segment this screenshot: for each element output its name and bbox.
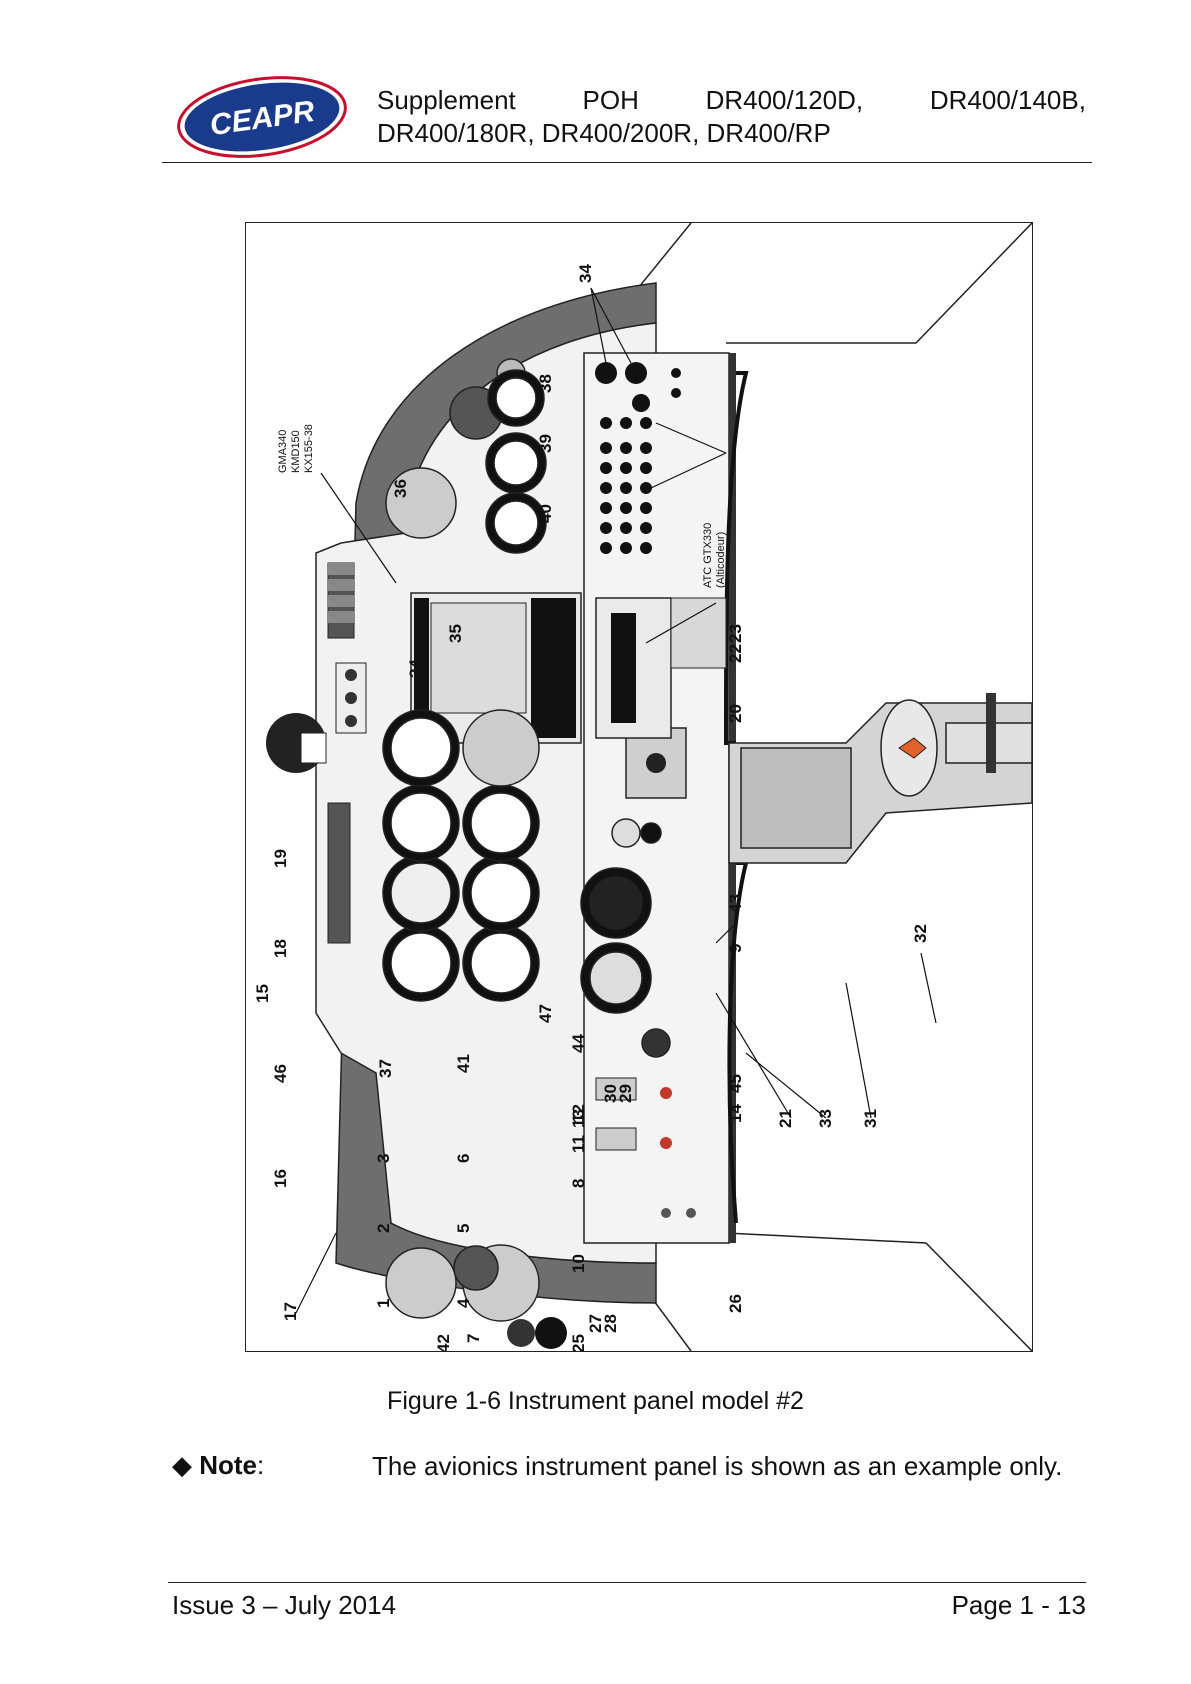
callout-18: 18 [271, 939, 290, 958]
callout-14: 14 [726, 1104, 745, 1123]
note-colon: : [257, 1450, 265, 1480]
header-word: POH [582, 85, 639, 115]
callout-9: 9 [726, 944, 745, 953]
callout-32: 32 [911, 924, 930, 943]
ceapr-logo: CEAPR [176, 76, 348, 158]
footer-issue: Issue 3 – July 2014 [172, 1590, 397, 1620]
callout-22: 22 [726, 644, 745, 663]
callout-47: 47 [536, 1004, 555, 1023]
callout-36: 36 [391, 479, 410, 498]
annotation-gma340: GMA340 [277, 430, 289, 473]
callout-16: 16 [271, 1169, 290, 1188]
note-label-text: Note [199, 1450, 258, 1480]
annotation-atc-gtx330: ATC GTX330 [702, 523, 714, 588]
footer-page-number: Page 1 - 13 [951, 1590, 1086, 1620]
callout-17: 17 [281, 1302, 300, 1321]
callout-37: 37 [376, 1059, 395, 1078]
callout-26: 26 [726, 1294, 745, 1313]
annotation-kx155: KX155-38 [303, 424, 315, 473]
diamond-bullet-icon: ◆ [172, 1450, 192, 1480]
callout-12: 12 [569, 1104, 588, 1123]
header-divider [162, 162, 1092, 163]
callout-42: 42 [434, 1334, 453, 1351]
note-label: ◆ Note: [172, 1450, 264, 1481]
callout-10: 10 [569, 1254, 588, 1273]
callout-31: 31 [861, 1109, 880, 1128]
callout-19: 19 [271, 849, 290, 868]
callout-15: 15 [253, 984, 272, 1003]
callout-20: 20 [726, 704, 745, 723]
instrument-panel-figure: GMA340 KMD150 KX155-38 ATC GTX330 (Altic… [245, 222, 1033, 1352]
header-title: Supplement POH DR400/120D, DR400/140B, D… [377, 84, 1086, 150]
header-line2: DR400/180R, DR400/200R, DR400/RP [377, 118, 831, 148]
annotation-kmd150: KMD150 [290, 430, 302, 473]
callout-41: 41 [454, 1054, 473, 1073]
callout-8: 8 [569, 1179, 588, 1188]
footer-divider [168, 1582, 1086, 1583]
callout-11: 11 [569, 1135, 588, 1153]
callout-5: 5 [454, 1224, 473, 1233]
callout-13: 13 [569, 1109, 588, 1128]
callout-21: 21 [776, 1109, 795, 1128]
callout-38: 38 [536, 374, 555, 393]
callout-29: 29 [616, 1084, 635, 1103]
callout-3: 3 [374, 1154, 393, 1163]
callout-7: 7 [464, 1334, 483, 1343]
header-word: DR400/140B, [929, 85, 1086, 115]
header-word: Supplement [377, 85, 516, 115]
callout-28: 28 [601, 1314, 620, 1333]
callout-44: 44 [569, 1034, 588, 1053]
callout-43: 43 [726, 894, 745, 913]
instrument-panel-drawing: GMA340 KMD150 KX155-38 ATC GTX330 (Altic… [253, 223, 1032, 1351]
callout-27: 27 [586, 1314, 605, 1333]
note-text: The avionics instrument panel is shown a… [372, 1451, 1063, 1481]
callout-39: 39 [536, 434, 555, 453]
callout-6: 6 [454, 1154, 473, 1163]
callout-35: 35 [446, 624, 465, 643]
callout-40: 40 [536, 504, 555, 523]
callout-46: 46 [271, 1064, 290, 1083]
callout-23: 23 [726, 624, 745, 643]
callout-45: 45 [726, 1074, 745, 1093]
callout-1: 1 [374, 1299, 393, 1308]
callout-34: 34 [576, 264, 595, 283]
callout-24: 24 [406, 659, 425, 678]
annotation-alticodeur: (Alticodeur) [715, 532, 727, 588]
callout-30: 30 [601, 1084, 620, 1103]
header-word: DR400/120D, [705, 85, 864, 115]
callout-2: 2 [374, 1224, 393, 1233]
callout-25: 25 [569, 1334, 588, 1351]
callout-4: 4 [454, 1298, 473, 1308]
figure-caption: Figure 1-6 Instrument panel model #2 [387, 1387, 804, 1415]
